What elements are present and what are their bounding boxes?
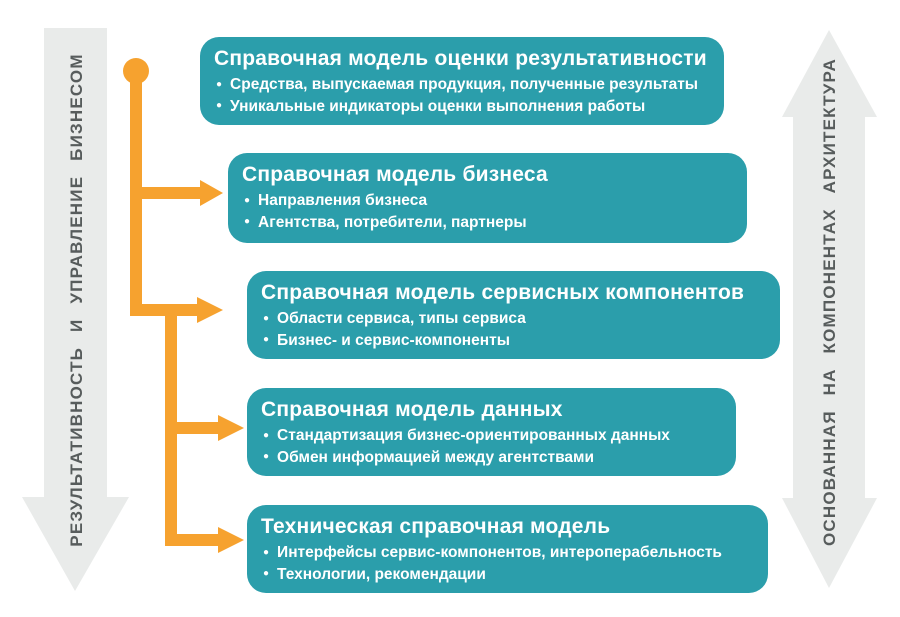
bullet-icon: ● [263,334,270,346]
bullet-icon: ● [263,568,270,580]
bullet-item: ● Области сервиса, типы сервиса [263,311,762,327]
box-title: Справочная модель сервисных компонентов [261,281,745,304]
bullet-item: ● Бизнес- и сервис-компоненты [263,333,762,349]
bullet-icon: ● [263,429,270,441]
bullet-item: ● Средства, выпускаемая продукция, получ… [216,77,706,93]
left-arrow-label: РЕЗУЛЬТАТИВНОСТЬ И УПРАВЛЕНИЕ БИЗНЕСОМ [67,53,86,547]
left-down-arrow-shape [22,28,129,591]
connector-branch-technical [165,534,219,546]
bullet-icon: ● [244,216,251,228]
arrowhead-technical [218,527,244,553]
bullet-text: Направления бизнеса [258,192,428,210]
bullet-icon: ● [216,78,223,90]
box-technical-model: Техническая справочная модель ● Интерфей… [247,505,768,593]
bullet-item: ● Направления бизнеса [244,193,729,209]
right-double-arrow-shape [782,30,877,588]
arrowhead-business [200,180,223,206]
connector-branch-data [165,422,219,434]
box-title: Справочная модель бизнеса [242,163,548,186]
arrowhead-service [197,297,223,323]
bullet-text: Области сервиса, типы сервиса [277,310,526,328]
box-data-model: Справочная модель данных ● Стандартизаци… [247,388,736,476]
bullet-icon: ● [263,546,270,558]
bullet-text: Обмен информацией между агентствами [277,448,595,466]
right-arrow-label: ОСНОВАННАЯ НА КОМПОНЕНТАХ АРХИТЕКТУРА [820,57,839,547]
connector-branch-service [130,304,198,316]
box-performance-model: Справочная модель оценки результативност… [200,37,724,125]
bullet-text: Стандартизация бизнес-ориентированных да… [277,427,670,445]
bullet-text: Бизнес- и сервис-компоненты [277,331,510,349]
bullet-text: Агентства, потребители, партнеры [258,213,527,231]
bullet-item: ● Обмен информацией между агентствами [263,450,718,466]
bullet-icon: ● [244,194,251,206]
bullet-text: Технологии, рекомендации [277,565,486,583]
box-business-model: Справочная модель бизнеса ● Направления … [228,153,747,243]
bullet-icon: ● [263,451,270,463]
bullet-text: Уникальные индикаторы оценки выполнения … [230,97,646,115]
box-service-components-model: Справочная модель сервисных компонентов … [247,271,780,359]
bullet-item: ● Интерфейсы сервис-компонентов, интероп… [263,545,750,561]
connector-branch-business [130,187,202,199]
bullet-text: Интерфейсы сервис-компонентов, интеропер… [277,544,722,562]
bullet-item: ● Стандартизация бизнес-ориентированных … [263,428,718,444]
box-title: Справочная модель оценки результативност… [214,47,707,70]
arrowhead-data [218,415,244,441]
box-title: Техническая справочная модель [261,515,611,538]
bullet-item: ● Уникальные индикаторы оценки выполнени… [216,99,706,115]
box-title: Справочная модель данных [261,398,563,421]
bullet-icon: ● [263,312,270,324]
bullet-icon: ● [216,100,223,112]
bullet-text: Средства, выпускаемая продукция, получен… [230,76,699,94]
bullet-item: ● Агентства, потребители, партнеры [244,215,729,231]
bullet-item: ● Технологии, рекомендации [263,567,750,583]
